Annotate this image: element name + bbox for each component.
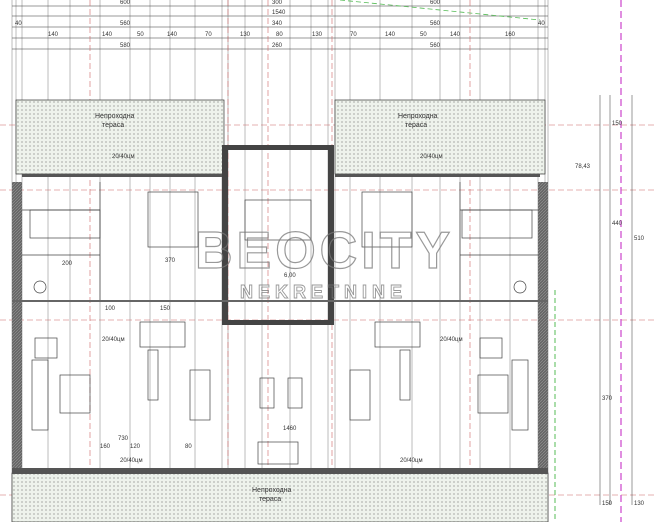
dim: 130	[312, 32, 323, 38]
dim: 40	[538, 21, 545, 27]
dim: 150	[602, 501, 613, 507]
dim: 140	[450, 32, 461, 38]
watermark: BEOCITY NEKRETNINE	[194, 221, 454, 302]
watermark-subtext: NEKRETNINE	[240, 282, 407, 302]
dim: 80	[276, 32, 283, 38]
dim: 160	[100, 444, 111, 450]
terrace-label-bottom-1: Непроходна	[252, 487, 292, 494]
dim: 560	[430, 43, 441, 49]
boundary-line-green-top	[339, 0, 541, 21]
terrace-label-left-2: тераса	[102, 122, 124, 129]
bottom-terrace	[11, 472, 549, 522]
interior-partitions	[22, 182, 538, 465]
dim: 130	[240, 32, 251, 38]
dim: 370	[165, 258, 176, 264]
dim: 50	[420, 32, 427, 38]
dim-total: 1540	[272, 10, 286, 16]
dim: 50	[137, 32, 144, 38]
top-dimensions	[12, 5, 548, 50]
wall-label: 20/40цм	[440, 337, 463, 343]
dim: 440	[612, 221, 623, 227]
dim: 260	[272, 43, 283, 49]
watermark-text: BEOCITY	[195, 222, 454, 280]
top-terrace-left	[15, 99, 225, 175]
dim: 70	[205, 32, 212, 38]
top-terrace-right	[334, 99, 546, 175]
dim: 140	[385, 32, 396, 38]
dim: 510	[634, 236, 645, 242]
dim-600-right: 600	[430, 0, 441, 6]
dim: 370	[602, 396, 613, 402]
dim: 80	[185, 444, 192, 450]
wall-label: 20/40цм	[420, 154, 443, 160]
wall-label: 20/40цм	[102, 337, 125, 343]
wall-label: 20/40цм	[400, 458, 423, 464]
dim: 200	[62, 261, 73, 267]
dimension-labels: 600 300 600 1540 40 560 340 560 40 140 1…	[15, 0, 645, 507]
dim: 100	[105, 306, 116, 312]
dim: 140	[167, 32, 178, 38]
dim: 1460	[283, 426, 297, 432]
dim: 130	[634, 501, 645, 507]
terrace-label-bottom-2: тераса	[259, 496, 281, 503]
dim: 150	[160, 306, 171, 312]
terrace-label-left-1: Непроходна	[95, 113, 135, 120]
dim-300: 300	[272, 0, 283, 6]
side-level: 78,43	[575, 164, 591, 170]
dim: 120	[130, 444, 141, 450]
dim: 140	[102, 32, 113, 38]
level-mark: 6,00	[284, 273, 296, 279]
dim: 580	[120, 43, 131, 49]
terrace-label-right-2: тераса	[405, 122, 427, 129]
terrace-label-right-1: Непроходна	[398, 113, 438, 120]
wall-label: 20/40цм	[112, 154, 135, 160]
dim: 160	[505, 32, 516, 38]
wall-label: 20/40цм	[120, 458, 143, 464]
dim: 560	[430, 21, 441, 27]
right-dimensions	[599, 95, 633, 505]
walls	[12, 145, 548, 474]
dim-600-left: 600	[120, 0, 131, 6]
dim: 140	[48, 32, 59, 38]
dim: 150	[612, 121, 623, 127]
dim: 40	[15, 21, 22, 27]
dim: 730	[118, 436, 129, 442]
dim: 340	[272, 21, 283, 27]
dim: 70	[350, 32, 357, 38]
dim: 560	[120, 21, 131, 27]
room-labels: Непроходна тераса Непроходна тераса Непр…	[95, 113, 591, 503]
